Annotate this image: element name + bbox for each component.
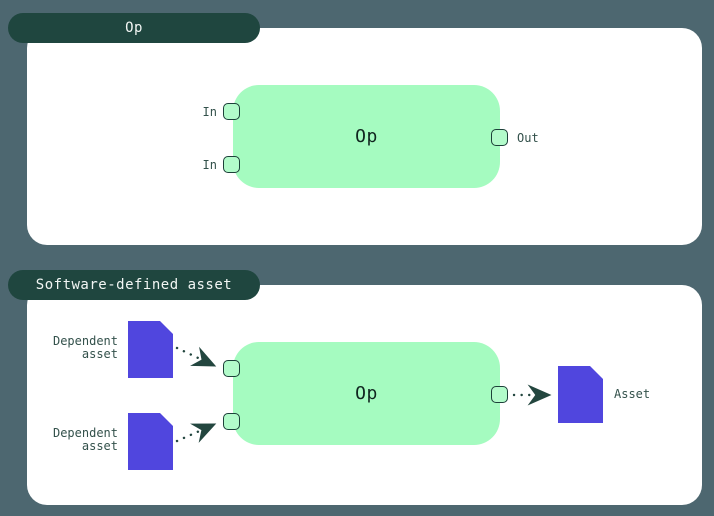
dependent-asset-label-1: Dependent asset: [48, 335, 118, 361]
sda-op-node: Op: [233, 342, 500, 445]
dependent-asset-document-icon-2: [128, 413, 173, 470]
arrow-dep2-to-in2: [175, 423, 217, 443]
input-port-1: [223, 103, 240, 120]
input-label-2: In: [202, 158, 217, 172]
input-label-1: In: [202, 105, 217, 119]
sda-input-port-2: [223, 413, 240, 430]
dependent-asset-document-icon-1: [128, 321, 173, 378]
output-asset-document-icon: [558, 366, 603, 423]
dependent-asset-label-1-line1: Dependent: [52, 334, 118, 348]
output-label: Out: [517, 131, 539, 145]
sda-input-port-1: [223, 360, 240, 377]
dependent-asset-label-1-line2: asset: [81, 347, 118, 361]
op-panel: Op In In Out: [27, 28, 702, 245]
dependent-asset-label-2-line2: asset: [81, 439, 118, 453]
sda-panel-tab: Software-defined asset: [8, 270, 260, 300]
op-node: Op: [233, 85, 500, 188]
input-port-2: [223, 156, 240, 173]
op-node-label: Op: [355, 126, 378, 147]
output-asset-label: Asset: [614, 387, 651, 401]
dependent-asset-label-2: Dependent asset: [48, 427, 118, 453]
output-port: [491, 129, 508, 146]
sda-output-port: [491, 386, 508, 403]
dependent-asset-label-2-line1: Dependent: [52, 426, 118, 440]
sda-op-node-label: Op: [355, 383, 378, 404]
op-panel-tab: Op: [8, 13, 260, 43]
arrow-dep1-to-in1: [175, 346, 217, 367]
sda-panel: Dependent asset Dependent asset Op Asset: [27, 285, 702, 505]
